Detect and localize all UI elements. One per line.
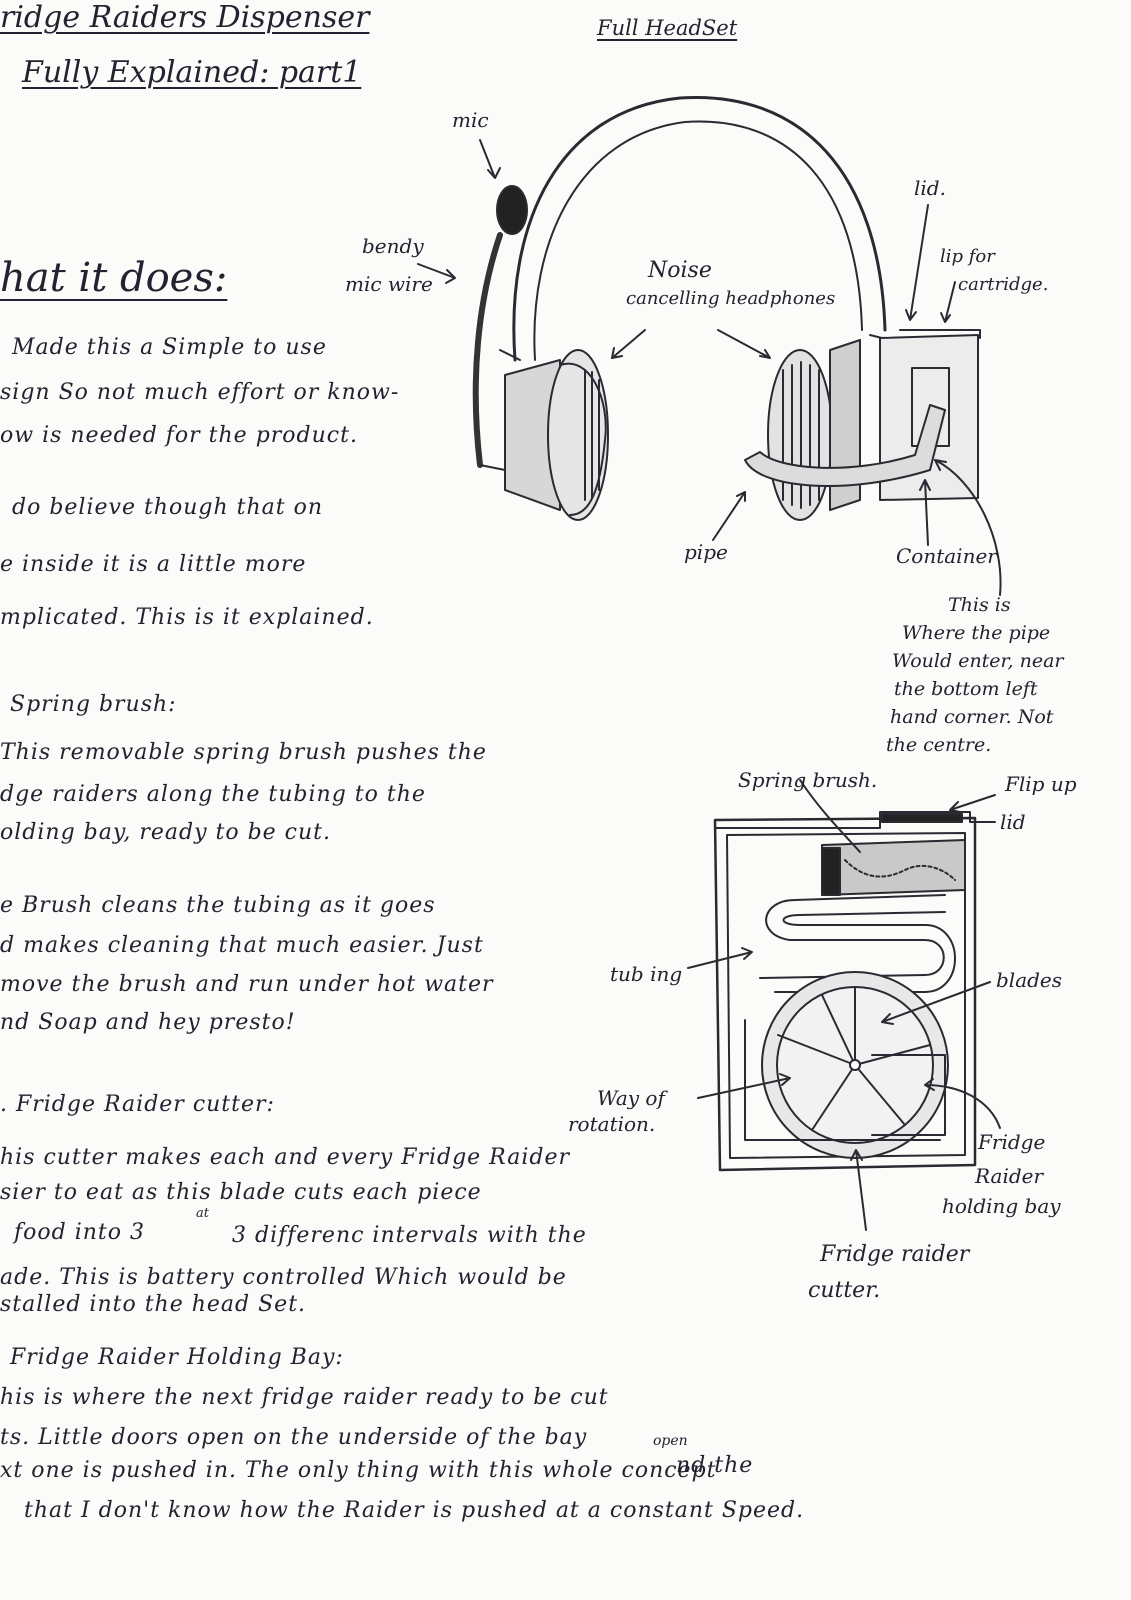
flip-lid-arrow	[949, 794, 996, 813]
cutter-line: stalled into the head Set.	[0, 1292, 307, 1317]
cutter-arrow	[850, 1149, 867, 1231]
pipe-arrow	[712, 491, 746, 541]
cutter-line: sier to eat as this blade cuts each piec…	[0, 1180, 482, 1205]
intro-line: sign So not much effort or know-	[0, 380, 400, 405]
container-arrow	[919, 479, 931, 546]
container-label: Container	[896, 544, 997, 568]
cutter-insert: at	[196, 1206, 209, 1221]
blades-arrow	[881, 981, 991, 1025]
blades-label: blades	[996, 968, 1063, 992]
full-headset-label: Full HeadSet	[597, 16, 738, 40]
pipe-label: pipe	[684, 540, 728, 564]
cutter-line: his cutter makes each and every Fridge R…	[0, 1145, 571, 1170]
holding-bay-heading: Fridge Raider Holding Bay:	[10, 1345, 344, 1370]
spring-brush-line: e Brush cleans the tubing as it goes	[0, 893, 436, 918]
intro-line: do believe though that on	[12, 495, 323, 520]
intro-line: mplicated. This is it explained.	[0, 605, 374, 630]
mic-label: mic	[452, 108, 489, 132]
lid-label: lid.	[914, 176, 946, 200]
rotation-label-2: rotation.	[568, 1112, 656, 1136]
spring-brush-arrow	[799, 779, 861, 853]
note-line: the bottom left	[894, 678, 1038, 700]
spring-brush-line: olding bay, ready to be cut.	[0, 820, 331, 845]
cutter-heading: . Fridge Raider cutter:	[0, 1092, 275, 1117]
spring-brush-line: move the brush and run under hot water	[0, 972, 494, 997]
lip-arrow	[940, 281, 956, 323]
cutter-line: ade. This is battery controlled Which wo…	[0, 1265, 567, 1290]
dispenser-drawing	[687, 779, 1001, 1231]
holding-bay-label-3: holding bay	[942, 1194, 1061, 1218]
bendy-arrow	[417, 263, 456, 284]
bay-arrow	[924, 1078, 1001, 1129]
tubing-label: tub ing	[610, 962, 683, 986]
holding-bay-line: nd the	[676, 1453, 754, 1478]
holding-bay-label-1: Fridge	[978, 1130, 1046, 1154]
holding-bay-label-2: Raider	[975, 1164, 1044, 1188]
noise-label-2: cancelling headphones	[626, 288, 836, 309]
flip-up-label-1: Flip up	[1005, 772, 1077, 796]
mic-arrow	[479, 139, 501, 179]
spring-brush-line: nd Soap and hey presto!	[0, 1010, 296, 1035]
holding-bay-line: xt one is pushed in. The only thing with…	[0, 1458, 717, 1483]
cutter-label-1: Fridge raider	[820, 1242, 970, 1267]
note-line: Would enter, near	[892, 650, 1064, 672]
holding-bay-line: that I don't know how the Raider is push…	[24, 1498, 805, 1523]
cutter-line: food into 3	[14, 1220, 145, 1245]
title-line-2: Fully Explained: part1	[22, 55, 362, 90]
holding-bay-line: ts. Little doors open on the underside o…	[0, 1425, 588, 1450]
intro-line: e inside it is a little more	[0, 552, 307, 577]
cutter-label-2: cutter.	[808, 1278, 881, 1303]
intro-line: ow is needed for the product.	[0, 423, 358, 448]
bendy-label-2: mic wire	[345, 272, 433, 296]
rotation-label-1: Way of	[597, 1086, 665, 1110]
note-arrow	[934, 459, 1002, 596]
bendy-label-1: bendy	[362, 234, 424, 258]
noise-label-1: Noise	[648, 258, 712, 283]
noise-arrow-left	[611, 329, 646, 359]
cutter-line: 3 differenc intervals with the	[232, 1223, 587, 1248]
note-line: Where the pipe	[902, 622, 1051, 644]
lid-arrow	[905, 204, 929, 321]
headset-drawing	[417, 95, 1002, 596]
lip-label-2: cartridge.	[958, 274, 1049, 295]
note-line: hand corner. Not	[890, 706, 1054, 728]
note-line: This is	[948, 594, 1011, 616]
spring-brush-heading: Spring brush:	[10, 692, 177, 717]
flip-up-label-2: lid	[1000, 810, 1026, 834]
holding-bay-line: his is where the next fridge raider read…	[0, 1385, 609, 1410]
rotation-arrow	[697, 1073, 791, 1099]
lip-label-1: lip for	[940, 246, 995, 267]
holding-bay-insert: open	[653, 1433, 688, 1449]
spring-brush-line: dge raiders along the tubing to the	[0, 782, 426, 807]
intro-line: Made this a Simple to use	[12, 335, 327, 360]
noise-arrow-right	[717, 329, 771, 359]
spring-brush-label: Spring brush.	[738, 768, 878, 792]
spring-brush-line: This removable spring brush pushes the	[0, 740, 487, 765]
note-line: the centre.	[886, 734, 992, 756]
title-line-1: ridge Raiders Dispenser	[0, 0, 370, 35]
spring-brush-line: d makes cleaning that much easier. Just	[0, 933, 484, 958]
tubing-arrow	[687, 947, 753, 969]
what-it-does-heading: hat it does:	[0, 255, 228, 301]
